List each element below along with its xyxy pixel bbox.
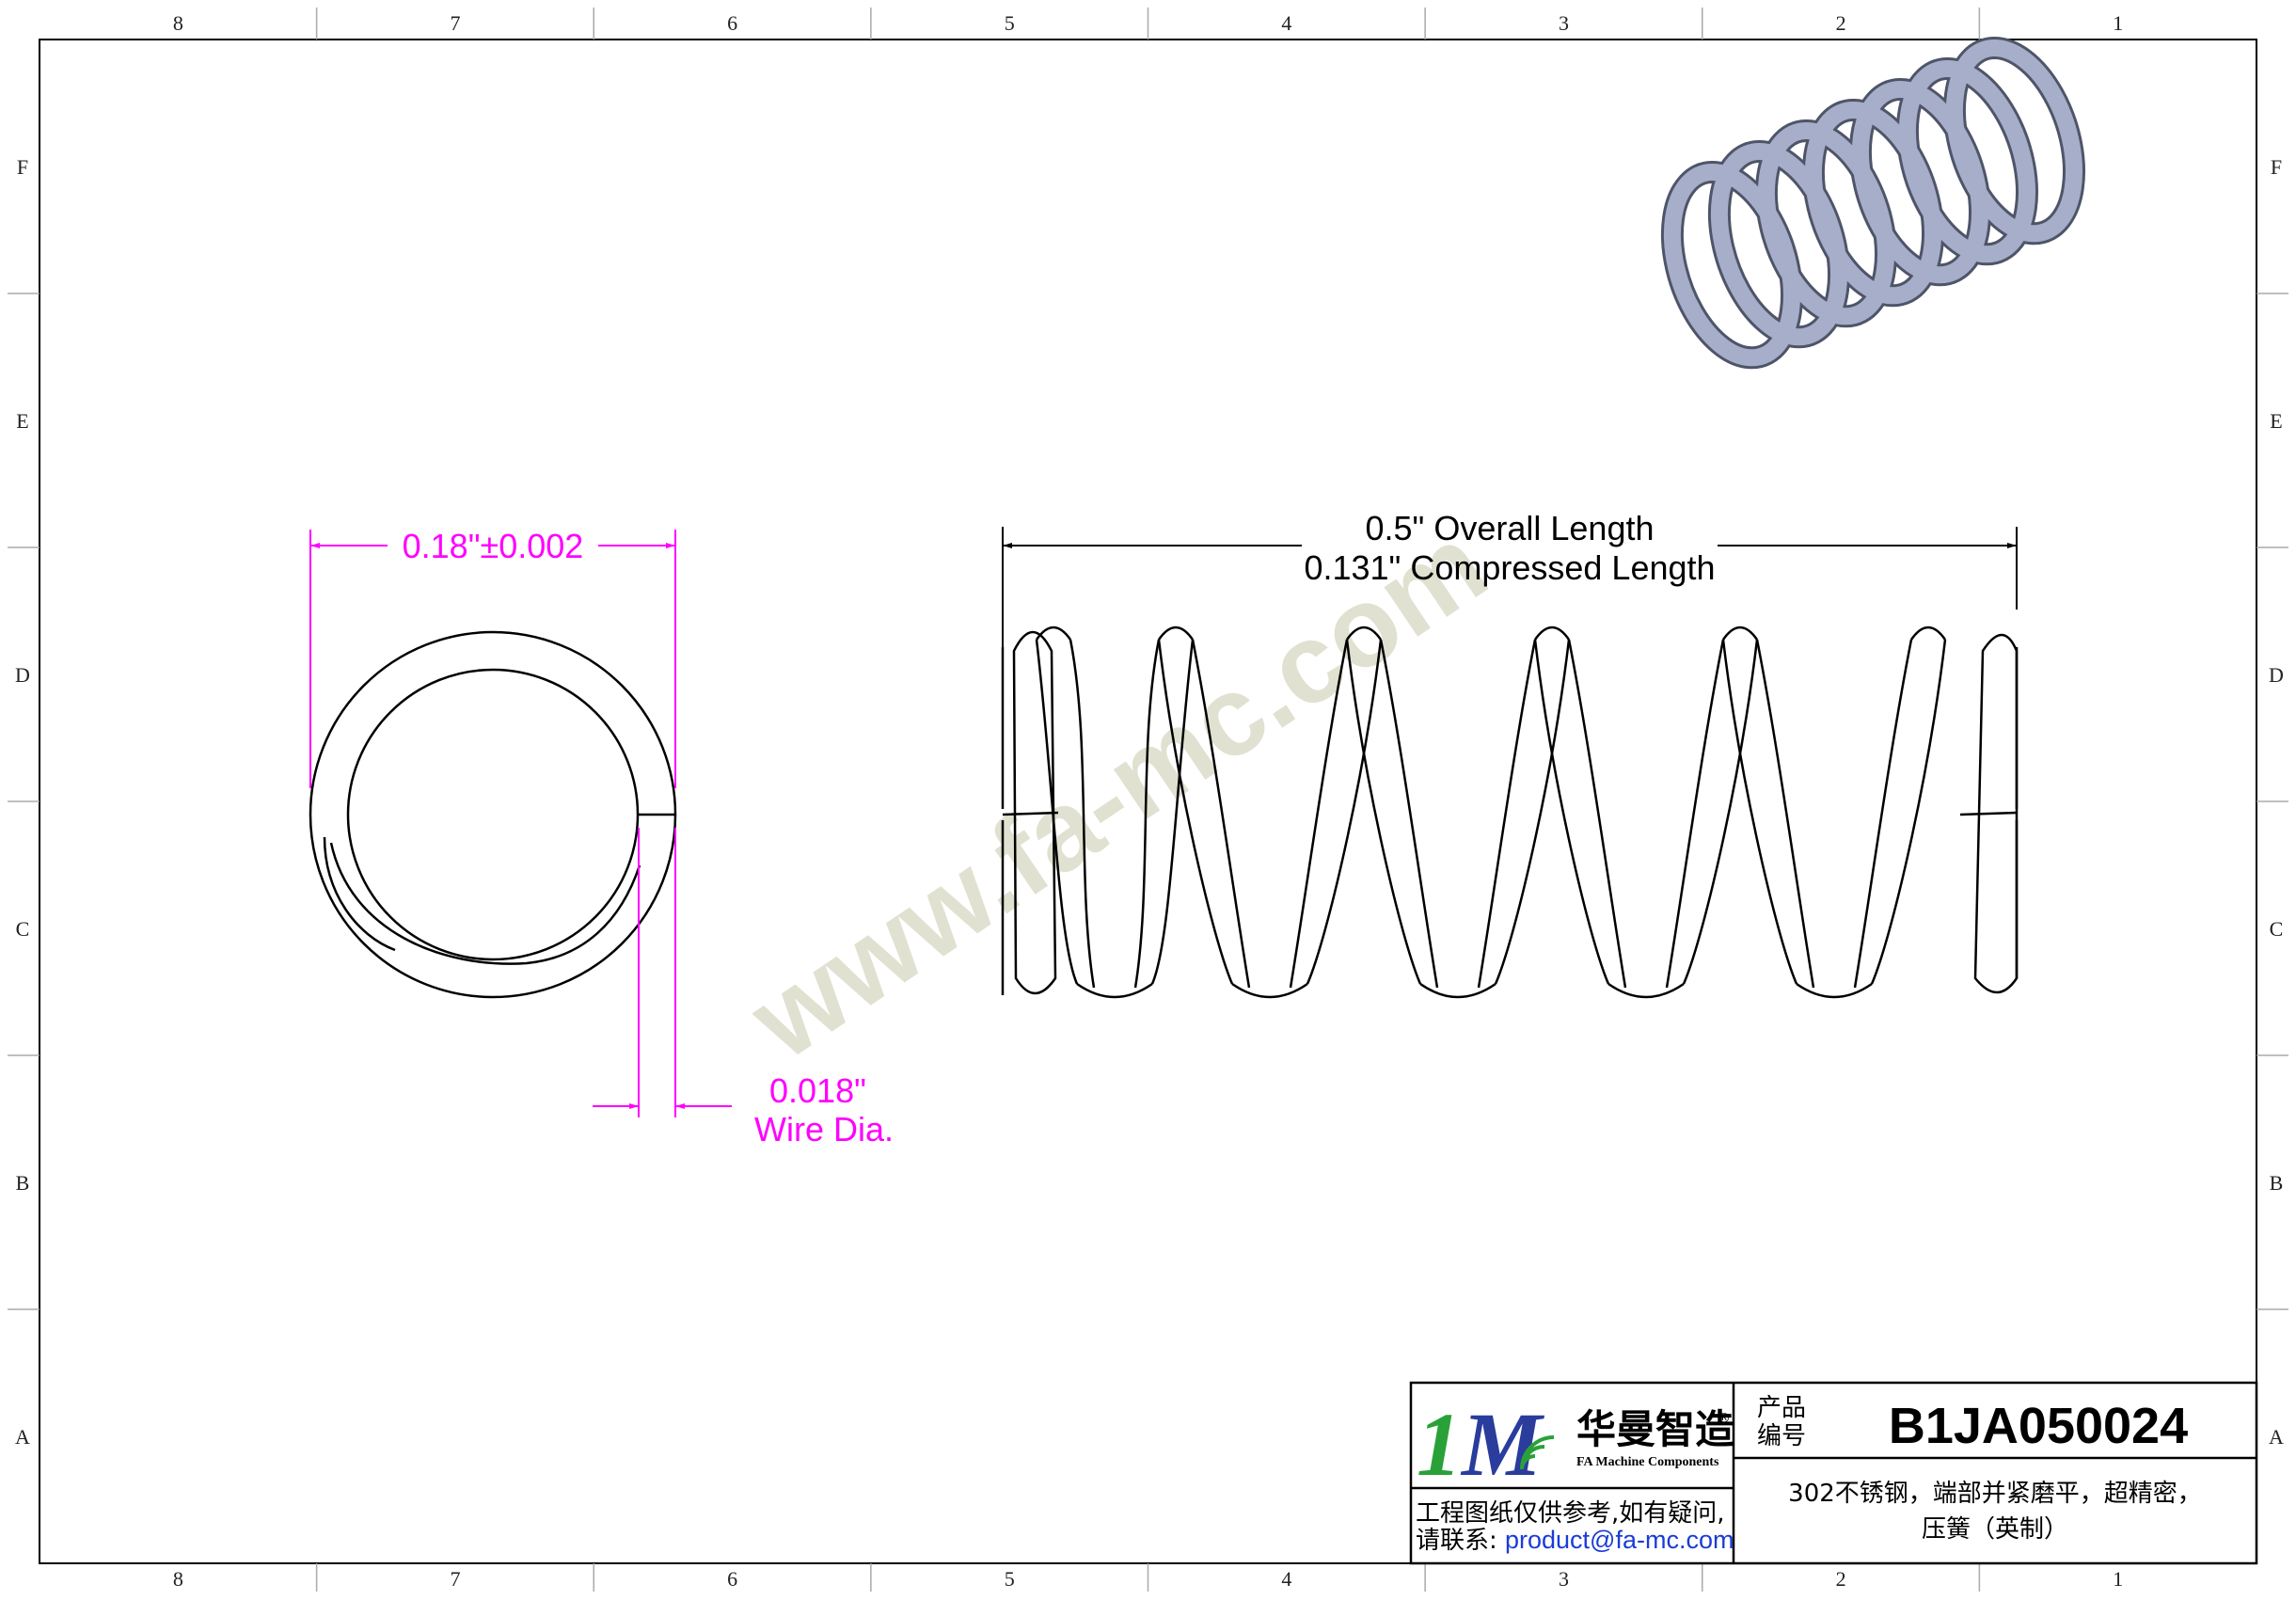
overall-length-label: 0.5" Overall Length xyxy=(1366,509,1655,547)
spring-isometric-view xyxy=(1660,37,2085,370)
zone-column-label: 4 xyxy=(1281,11,1291,35)
zone-column-label: 6 xyxy=(727,1567,737,1591)
zone-column-label: 7 xyxy=(450,11,460,35)
zone-row-label: A xyxy=(2269,1425,2284,1449)
zone-row-label: D xyxy=(15,663,30,687)
spring-side-view xyxy=(1001,626,2019,999)
zone-column-label: 5 xyxy=(1005,1567,1015,1591)
zone-row-label: F xyxy=(17,155,28,179)
product-number-value: B1JA050024 xyxy=(1889,1398,2188,1454)
wire-diameter-value-label: 0.018" xyxy=(769,1071,866,1110)
product-description-line-1: 302不锈钢，端部并紧磨平，超精密， xyxy=(1788,1480,2202,1508)
zone-row-label: F xyxy=(2271,155,2282,179)
product-number-label-line-2: 编号 xyxy=(1757,1422,1806,1450)
compressed-length-label: 0.131" Compressed Length xyxy=(1304,548,1715,587)
company-logo: 1M 华曼智造 ® FA Machine Components xyxy=(1417,1394,1734,1495)
zone-row-label: E xyxy=(16,409,28,433)
product-description-line-2: 压簧（英制） xyxy=(1922,1515,2068,1544)
zone-column-label: 2 xyxy=(1836,11,1846,35)
zone-column-label: 5 xyxy=(1005,11,1015,35)
zone-labels: 8 7 6 5 4 3 2 1 8 7 6 5 4 3 2 1 F E D C B A F E D C B A xyxy=(15,11,2284,1591)
zone-row-label: A xyxy=(15,1425,30,1449)
zone-row-label: C xyxy=(2270,917,2284,941)
zone-column-label: 7 xyxy=(450,1567,460,1591)
zone-row-label: C xyxy=(16,917,30,941)
disclaimer-line-2-prefix: 请联系: xyxy=(1416,1527,1497,1555)
contact-email-link[interactable]: product@fa-mc.com xyxy=(1505,1526,1734,1554)
logo-chinese-name: 华曼智造 xyxy=(1576,1406,1734,1452)
end-view-dimensions xyxy=(309,530,732,1117)
zone-row-label: B xyxy=(2270,1171,2284,1195)
zone-column-label: 8 xyxy=(173,1567,183,1591)
zone-column-label: 3 xyxy=(1559,11,1569,35)
wifi-icon xyxy=(1520,1435,1555,1470)
zone-column-label: 1 xyxy=(2113,11,2123,35)
border-frame xyxy=(8,8,2288,1592)
zone-row-label: B xyxy=(16,1171,30,1195)
spring-end-view xyxy=(309,630,677,999)
logo-registered-mark: ® xyxy=(1718,1411,1731,1426)
zone-row-label: D xyxy=(2269,663,2284,687)
zone-column-label: 4 xyxy=(1281,1567,1291,1591)
zone-column-label: 6 xyxy=(727,11,737,35)
overall-length-dimension xyxy=(1002,527,2018,649)
zone-column-label: 3 xyxy=(1559,1567,1569,1591)
zone-row-label: E xyxy=(2270,409,2282,433)
zone-column-label: 1 xyxy=(2113,1567,2123,1591)
disclaimer-line-1: 工程图纸仅供参考,如有疑问, xyxy=(1416,1499,1725,1528)
zone-column-label: 2 xyxy=(1836,1567,1846,1591)
logo-english-name: FA Machine Components xyxy=(1576,1455,1719,1469)
wire-diameter-caption-label: Wire Dia. xyxy=(754,1110,894,1149)
title-block xyxy=(1409,1381,2258,1565)
zone-column-label: 8 xyxy=(173,11,183,35)
diameter-dimension-label: 0.18"±0.002 xyxy=(403,527,584,565)
product-number-label-line-1: 产品 xyxy=(1757,1394,1806,1422)
logo-mark-text: 1M xyxy=(1417,1394,1545,1495)
